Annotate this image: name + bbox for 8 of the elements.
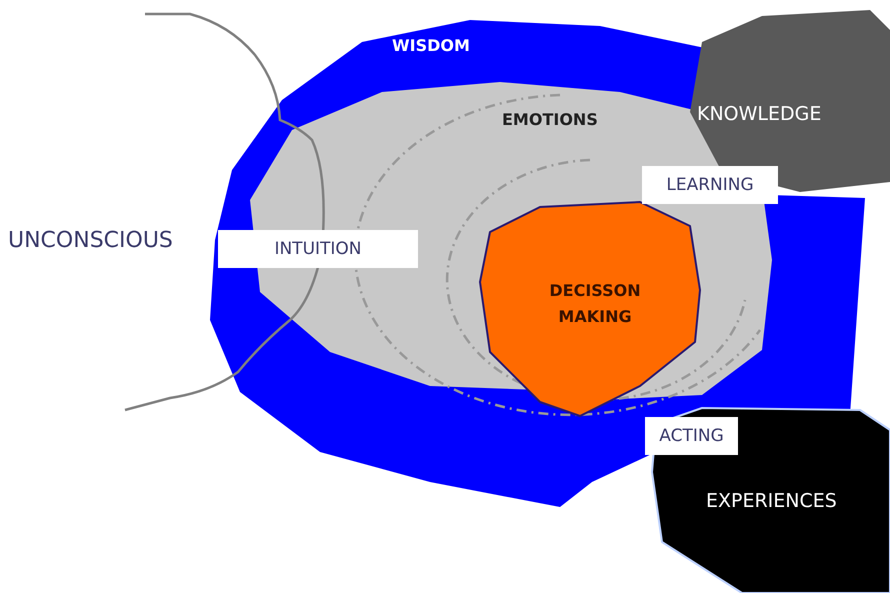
region-label: EMOTIONS (502, 110, 598, 129)
region-label: EXPERIENCES (706, 490, 837, 512)
side-label: UNCONSCIOUS (8, 228, 173, 253)
region-label: WISDOM (392, 36, 470, 55)
label-tag: ACTING (645, 417, 738, 455)
region-label: DECISSON MAKING (548, 280, 642, 328)
region-label: KNOWLEDGE (697, 103, 822, 125)
label-tag: INTUITION (218, 230, 418, 268)
